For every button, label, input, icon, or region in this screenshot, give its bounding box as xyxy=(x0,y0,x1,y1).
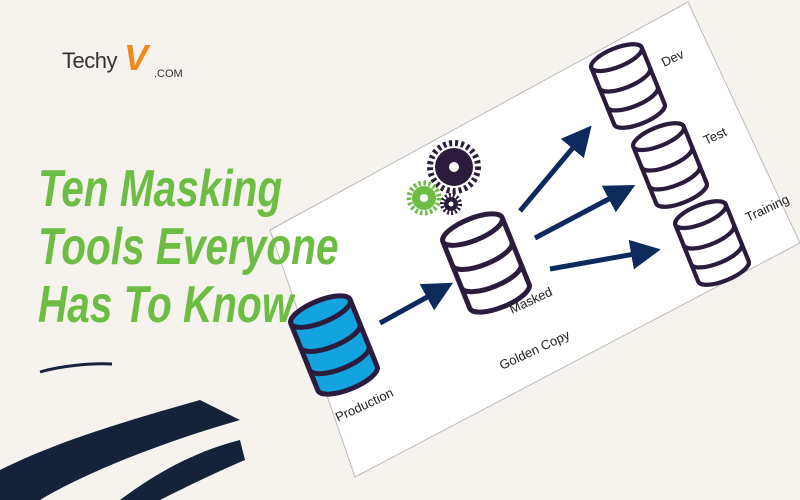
headline: Ten Masking Tools Everyone Has To Know xyxy=(38,160,339,334)
label-test: Test xyxy=(701,124,729,148)
underline-stroke xyxy=(39,362,113,374)
label-training: Training xyxy=(743,191,791,224)
gear-icon xyxy=(406,180,442,216)
dev-database-icon xyxy=(588,39,668,133)
headline-line-3: Has To Know xyxy=(38,276,294,334)
headline-line-2: Tools Everyone xyxy=(38,218,339,276)
label-dev: Dev xyxy=(659,46,687,70)
arrow-to-test xyxy=(533,184,636,241)
techyv-logo[interactable]: Techy V .COM xyxy=(62,37,183,88)
gear-icon xyxy=(440,193,462,215)
brush-stroke xyxy=(0,400,240,500)
logo-text: Techy xyxy=(62,48,117,73)
headline-line-1: Ten Masking xyxy=(38,160,283,218)
arrow-to-dev xyxy=(518,125,592,213)
training-database-icon xyxy=(672,196,752,290)
logo-domain: .COM xyxy=(154,68,183,80)
test-database-icon xyxy=(630,118,710,212)
arrow-to-training xyxy=(549,239,661,272)
arrow-production-to-masked xyxy=(378,282,454,326)
brush-stroke xyxy=(120,440,245,500)
gear-icon xyxy=(427,140,481,194)
label-golden-copy: Golden Copy xyxy=(497,327,573,373)
logo-mark: V xyxy=(124,37,149,78)
production-database-icon xyxy=(287,289,382,400)
